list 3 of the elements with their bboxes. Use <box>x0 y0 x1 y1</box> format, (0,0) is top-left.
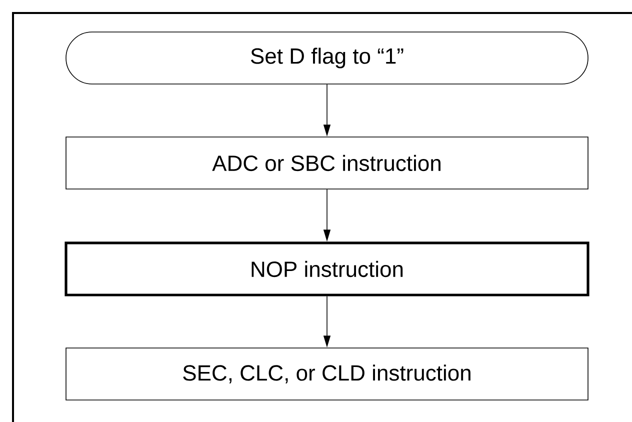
process-box: SEC, CLC, or CLD instruction <box>66 348 588 400</box>
process-box: ADC or SBC instruction <box>66 136 588 190</box>
process-box: NOP instruction <box>64 242 590 296</box>
